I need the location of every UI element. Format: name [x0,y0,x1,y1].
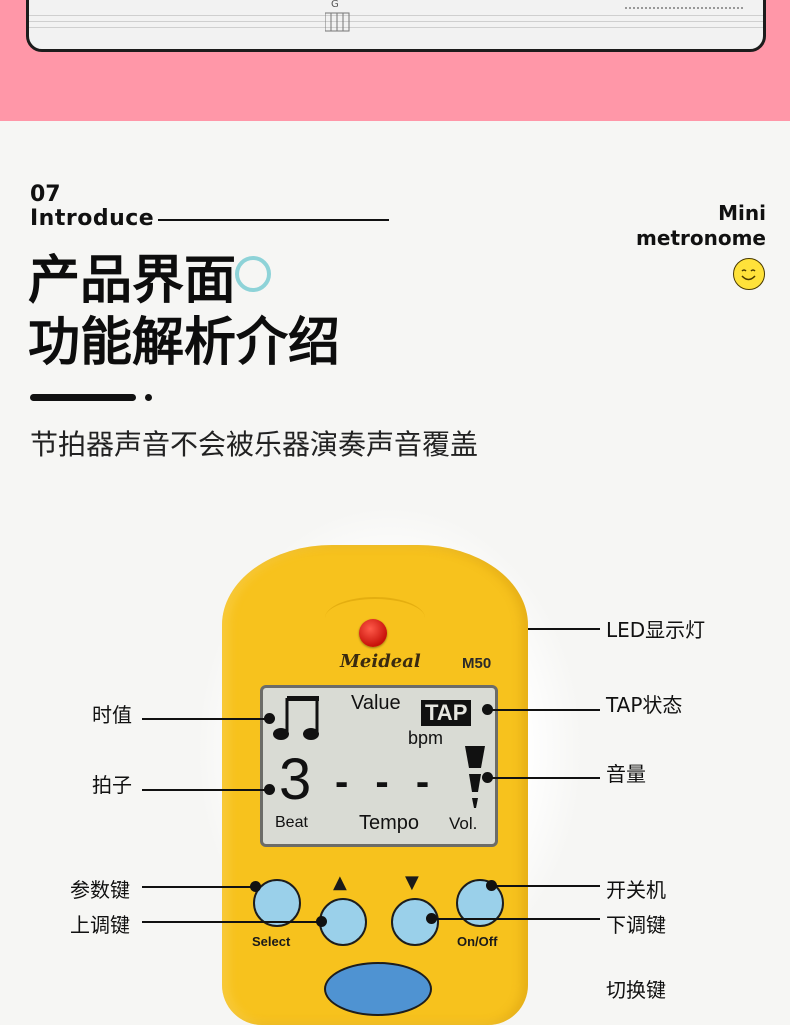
staff-line [29,21,763,22]
lcd-beat-label: Beat [275,814,308,831]
up-key-callout-line [142,921,318,923]
tap-callout-line [492,709,600,711]
lcd-beat-digit: 3 [279,747,312,812]
up-button[interactable] [319,898,367,946]
down-arrow-icon: ▼ [405,872,419,893]
onoff-label: On/Off [457,934,498,949]
decorative-circle-icon [235,256,271,292]
model-label: M50 [462,655,492,672]
title-underline-dot [145,394,152,401]
right-tag: Mini metronome [636,201,766,251]
note-value-callout-dot [264,713,275,724]
note-value-callout: 时值 [92,703,132,727]
page-title: 产品界面 功能解析介绍 [28,250,340,374]
note-value-callout-line [142,718,266,720]
param-key-callout-dot [250,881,261,892]
device-arch [325,597,425,639]
power-callout-dot [486,880,497,891]
chord-grid-icon [325,12,350,32]
staff-line [29,15,763,16]
beat-callout: 拍子 [92,773,132,797]
down-callout-dot [426,913,437,924]
power-callout-line [496,885,600,887]
eighth-notes-icon [273,696,319,740]
up-arrow-icon: ▲ [333,872,347,893]
staff-line [29,27,763,28]
smiley-icon [733,258,765,290]
title-line-1: 产品界面 [28,251,237,311]
volume-callout-line [492,777,600,779]
lcd-bpm-label: bpm [408,728,444,748]
lcd-tap-label: TAP [421,700,472,726]
power-callout: 开关机 [606,878,666,902]
down-callout: 下调键 [606,913,666,937]
metronome-device: Meideal M50 Value TAP bpm 3 - - - Beat T… [222,545,528,1025]
beat-callout-dot [264,784,275,795]
lcd-screen: Value TAP bpm 3 - - - Beat Tempo Vol. [260,685,498,847]
volume-callout-dot [482,772,493,783]
dotted-line [625,7,743,9]
switch-callout: 切换键 [606,978,666,1002]
led-indicator [359,619,387,647]
up-key-callout: 上调键 [70,913,130,937]
select-label: Select [252,934,291,949]
lcd-tempo-dashes: - - - [335,760,438,804]
beat-callout-line [142,789,266,791]
lcd-tempo-label: Tempo [359,812,420,834]
up-key-callout-dot [316,916,327,927]
section-number: 07 [30,182,61,207]
volume-callout: 音量 [606,762,646,786]
title-line-2: 功能解析介绍 [28,313,341,373]
lcd-value-label: Value [351,692,401,714]
volume-bars-icon [465,746,485,808]
led-callout-line [528,628,600,630]
down-callout-line [436,918,600,920]
led-callout: LED显示灯 [606,618,706,642]
select-button[interactable] [253,879,301,927]
right-tag-line-2: metronome [636,226,766,250]
switch-button[interactable] [324,962,432,1016]
brand-logo: Meideal [340,651,421,672]
subtitle: 节拍器声音不会被乐器演奏声音覆盖 [30,428,479,461]
right-tag-line-1: Mini [718,201,766,225]
lcd-vol-label: Vol. [449,814,478,833]
sheet-music-card: G [26,0,766,52]
param-key-callout-line [142,886,252,888]
tap-callout: TAP状态 [606,693,683,717]
chord-label: G [331,0,339,10]
tap-callout-dot [482,704,493,715]
section-word: Introduce [30,206,155,231]
title-underline-bar [30,394,136,401]
intro-divider [158,219,389,221]
param-key-callout: 参数键 [70,878,130,902]
